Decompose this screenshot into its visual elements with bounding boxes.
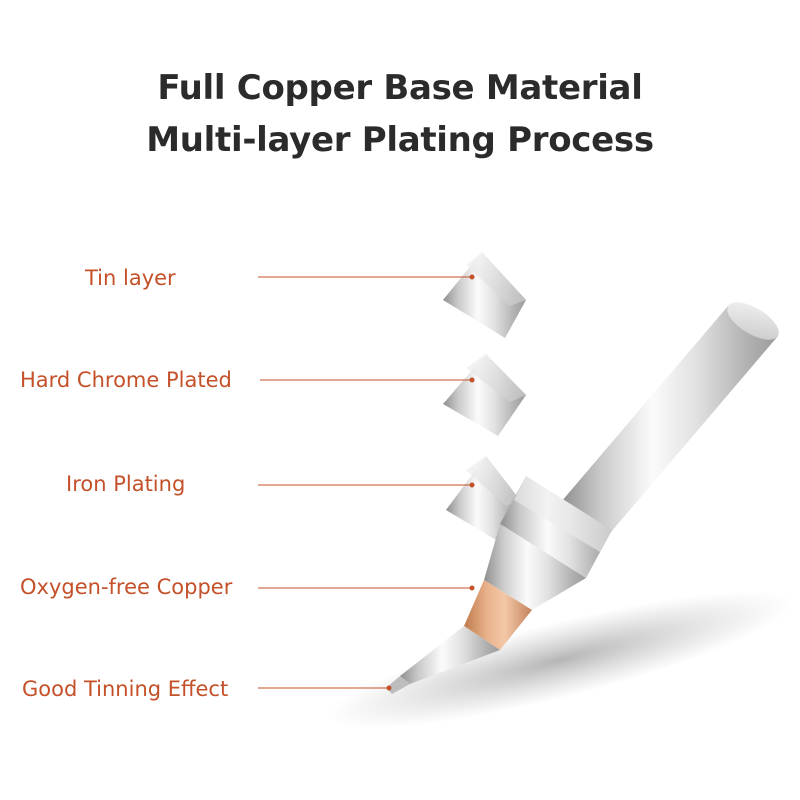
label-hard-chrome-plated: Hard Chrome Plated bbox=[20, 368, 232, 392]
page-title: Full Copper Base Material Multi-layer Pl… bbox=[0, 62, 800, 166]
leader-lines bbox=[258, 276, 470, 689]
label-iron-plating: Iron Plating bbox=[66, 472, 186, 496]
iron-plating-ring bbox=[446, 456, 520, 540]
leader-dots bbox=[386, 274, 475, 691]
leader-dot-copper bbox=[469, 585, 475, 591]
tip-cone bbox=[386, 524, 586, 694]
leader-dot-iron bbox=[469, 482, 475, 488]
leader-dot-tin bbox=[469, 274, 475, 280]
label-tin-layer: Tin layer bbox=[85, 266, 176, 290]
leader-dot-chrome bbox=[469, 377, 475, 383]
copper-core bbox=[464, 580, 532, 650]
label-good-tinning-effect: Good Tinning Effect bbox=[22, 677, 229, 701]
title-line-1: Full Copper Base Material bbox=[157, 68, 643, 108]
title-line-2: Multi-layer Plating Process bbox=[146, 120, 654, 160]
label-oxygen-free-copper: Oxygen-free Copper bbox=[20, 575, 233, 599]
hard-chrome-ring bbox=[443, 354, 526, 436]
tip-collar bbox=[500, 476, 612, 578]
tip-shadow bbox=[326, 591, 794, 729]
leader-dot-tinning bbox=[386, 685, 392, 691]
tip-shaft bbox=[561, 302, 779, 532]
tin-layer-ring bbox=[443, 252, 526, 338]
